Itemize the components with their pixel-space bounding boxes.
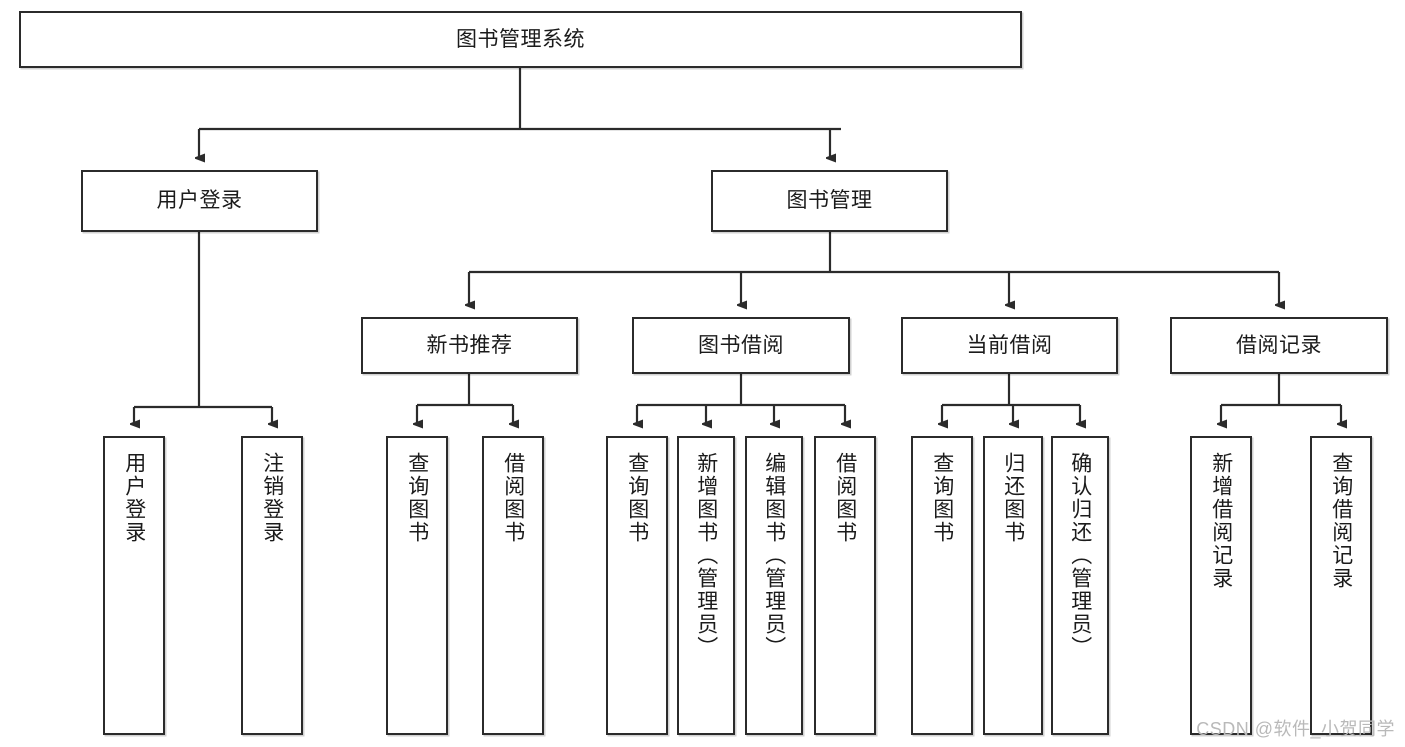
node-leaf-add-record-label: 新增借阅记录 bbox=[1209, 452, 1233, 590]
node-new-book-rec[interactable]: 新书推荐 bbox=[361, 317, 578, 374]
node-leaf-user-login[interactable]: 用户登录 bbox=[103, 436, 165, 735]
node-leaf-confirm-return[interactable]: 确认归还（管理员） bbox=[1051, 436, 1109, 735]
node-leaf-query-book-3-label: 查询图书 bbox=[930, 452, 954, 544]
node-leaf-user-login-label: 用户登录 bbox=[122, 452, 146, 544]
node-leaf-query-record[interactable]: 查询借阅记录 bbox=[1310, 436, 1372, 735]
node-leaf-add-record[interactable]: 新增借阅记录 bbox=[1190, 436, 1252, 735]
node-book-manage-label: 图书管理 bbox=[786, 189, 873, 213]
node-leaf-return-book[interactable]: 归还图书 bbox=[983, 436, 1043, 735]
node-leaf-borrow-book-2[interactable]: 借阅图书 bbox=[814, 436, 876, 735]
node-leaf-query-book-3[interactable]: 查询图书 bbox=[911, 436, 973, 735]
node-borrow-record-label: 借阅记录 bbox=[1236, 333, 1322, 357]
node-leaf-add-book-label: 新增图书（管理员） bbox=[694, 452, 718, 659]
node-leaf-edit-book[interactable]: 编辑图书（管理员） bbox=[745, 436, 803, 735]
node-leaf-confirm-return-label: 确认归还（管理员） bbox=[1068, 452, 1092, 659]
node-leaf-edit-book-label: 编辑图书（管理员） bbox=[762, 452, 786, 659]
node-leaf-borrow-book-2-label: 借阅图书 bbox=[833, 452, 857, 544]
node-new-book-rec-label: 新书推荐 bbox=[426, 333, 513, 357]
node-book-borrow-label: 图书借阅 bbox=[698, 333, 784, 357]
node-leaf-query-book-2-label: 查询图书 bbox=[625, 452, 649, 544]
node-book-manage[interactable]: 图书管理 bbox=[711, 170, 948, 232]
node-current-borrow[interactable]: 当前借阅 bbox=[901, 317, 1118, 374]
node-leaf-query-book-1-label: 查询图书 bbox=[405, 452, 429, 544]
watermark: CSDN @软件_小贺同学 bbox=[1196, 719, 1395, 739]
node-borrow-record[interactable]: 借阅记录 bbox=[1170, 317, 1388, 374]
node-leaf-borrow-book-1-label: 借阅图书 bbox=[501, 452, 525, 544]
node-leaf-return-book-label: 归还图书 bbox=[1001, 452, 1025, 544]
node-leaf-query-book-1[interactable]: 查询图书 bbox=[386, 436, 448, 735]
node-user-login[interactable]: 用户登录 bbox=[81, 170, 318, 232]
node-root[interactable]: 图书管理系统 bbox=[19, 11, 1022, 68]
node-leaf-add-book[interactable]: 新增图书（管理员） bbox=[677, 436, 735, 735]
node-book-borrow[interactable]: 图书借阅 bbox=[632, 317, 850, 374]
node-leaf-logout-label: 注销登录 bbox=[260, 452, 284, 544]
node-leaf-query-book-2[interactable]: 查询图书 bbox=[606, 436, 668, 735]
node-leaf-query-record-label: 查询借阅记录 bbox=[1329, 452, 1353, 590]
node-user-login-label: 用户登录 bbox=[156, 189, 243, 213]
node-leaf-borrow-book-1[interactable]: 借阅图书 bbox=[482, 436, 544, 735]
node-leaf-logout[interactable]: 注销登录 bbox=[241, 436, 303, 735]
node-current-borrow-label: 当前借阅 bbox=[966, 333, 1053, 357]
node-root-label: 图书管理系统 bbox=[456, 27, 585, 51]
